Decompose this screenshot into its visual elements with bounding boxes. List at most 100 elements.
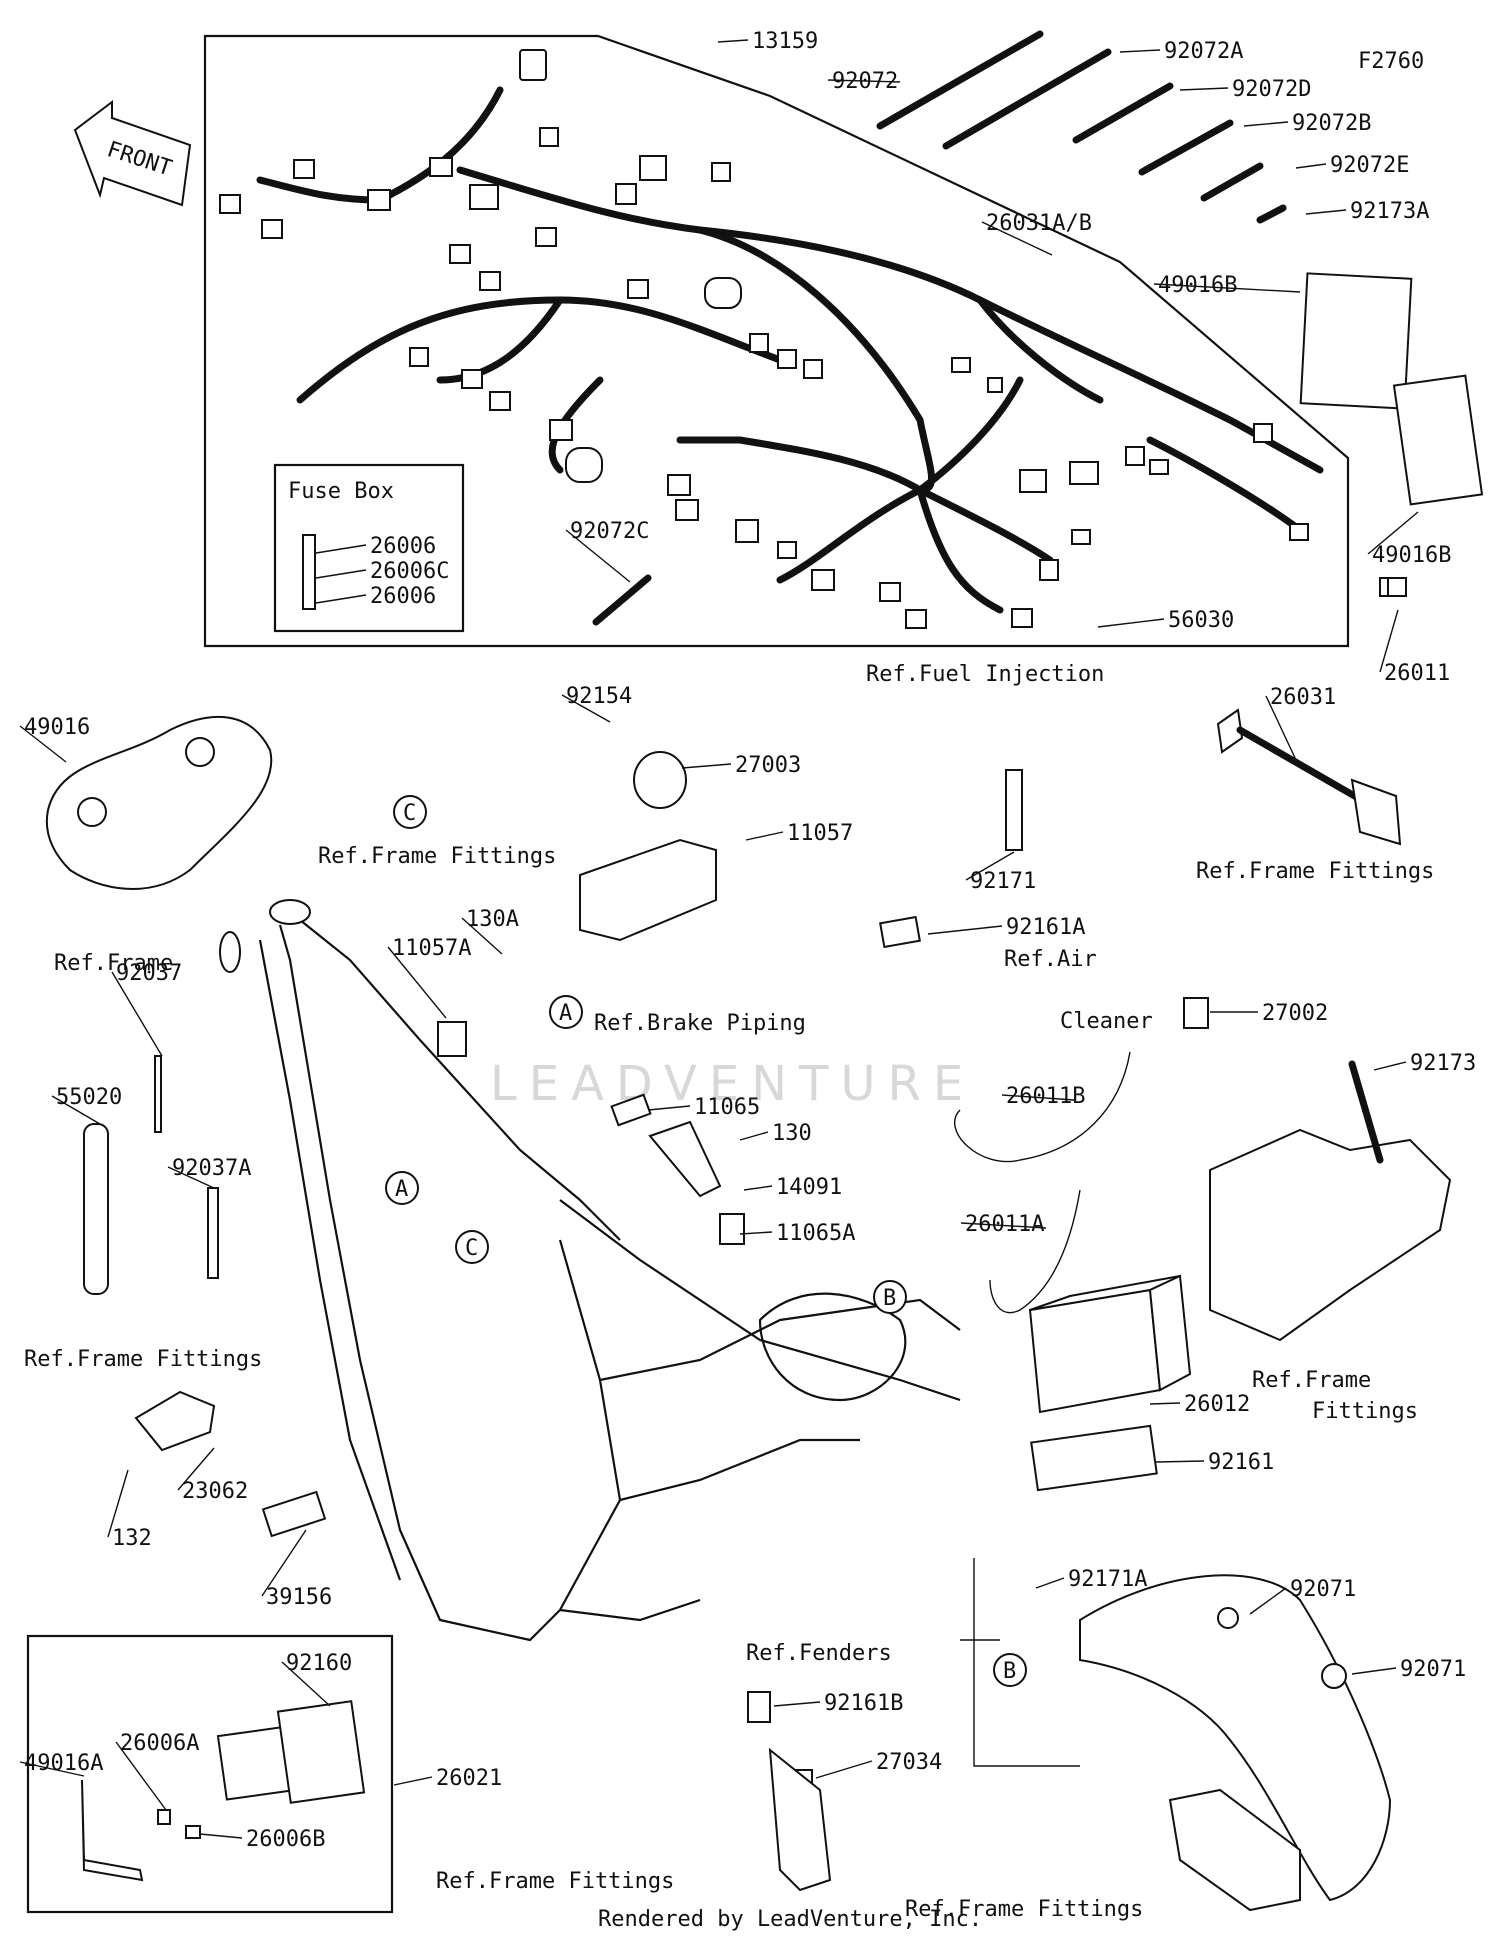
pad-49016 [45, 715, 273, 890]
part-leader-line [111, 971, 163, 1057]
reference-label: Ref.Fenders [746, 1641, 892, 1666]
mat-49016b-right [1392, 374, 1484, 506]
cable-ties [592, 30, 1287, 626]
fuse-box-inset [273, 463, 465, 633]
part-number-label: 11057A [392, 936, 471, 961]
part-leader-line [745, 831, 784, 841]
battery-case [1209, 1128, 1452, 1342]
part-leader-line [315, 544, 367, 554]
pin-92037a [207, 1187, 219, 1279]
cushion-11065a [719, 1213, 745, 1245]
part-leader-line [261, 1529, 307, 1597]
plug-26031 [1350, 778, 1402, 846]
circle-marker-letter: B [1003, 1659, 1016, 1684]
watermark: LEADVENTURE [490, 1056, 975, 1112]
circle-marker [873, 1280, 907, 1314]
part-leader-line [167, 1166, 215, 1189]
part-number-label: 92072 [832, 69, 898, 94]
part-number-label: 92072E [1330, 153, 1409, 178]
part-number-label: 92037A [172, 1156, 251, 1181]
reference-label: Ref.Brake Piping [594, 1011, 806, 1036]
part-leader-line [1097, 618, 1165, 628]
part-number-label: 27003 [735, 753, 801, 778]
reference-label: Ref.Frame Fittings [318, 844, 556, 869]
part-number-label: 132 [112, 1526, 152, 1551]
part-number-label: 26011 [1384, 661, 1450, 686]
part-number-label: 49016B [1158, 273, 1237, 298]
part-leader-line [739, 1131, 769, 1141]
part-leader-line [393, 1776, 433, 1786]
part-leader-line [981, 221, 1053, 256]
part-number-label: 26011A [965, 1212, 1044, 1237]
pad-hole [77, 797, 107, 827]
part-leader-line [1379, 609, 1399, 673]
fuse-26006a [157, 1809, 171, 1825]
part-leader-line [773, 1701, 821, 1707]
part-number-label: 130 [772, 1121, 812, 1146]
part-number-label: 92171 [970, 869, 1036, 894]
part-leader-line [1153, 283, 1301, 293]
pad-hole [185, 737, 215, 767]
part-leader-line [717, 39, 749, 43]
part-leader-line [1305, 209, 1347, 215]
part-leader-line [1119, 49, 1161, 53]
part-number-label: 26011B [1006, 1084, 1085, 1109]
part-number-label: 26006C [370, 559, 449, 584]
footer-credit: Rendered by LeadVenture, Inc. [598, 1907, 982, 1932]
cushion-11065 [610, 1093, 652, 1127]
circle-marker [549, 995, 583, 1029]
part-leader-line [1001, 1094, 1075, 1101]
part-leader-line [107, 1469, 129, 1538]
part-leader-line [177, 1447, 215, 1491]
main-harness [256, 86, 1324, 614]
part-number-label: 11065 [694, 1095, 760, 1120]
part-number-label: 26012 [1184, 1392, 1250, 1417]
part-leader-line [1373, 1061, 1407, 1071]
reference-label: Ref.Frame Fittings [1196, 859, 1434, 884]
pad-92161 [1030, 1424, 1158, 1492]
part-leader-line [19, 725, 67, 763]
part-number-label: 23062 [182, 1479, 248, 1504]
part-leader-line [1155, 1460, 1205, 1463]
reference-label: Ref.Frame [54, 951, 173, 976]
part-number-label: 26031 [1270, 685, 1336, 710]
part-leader-line [960, 1222, 1047, 1229]
circle-marker-letter: C [465, 1236, 478, 1261]
part-number-label: 92037 [116, 961, 182, 986]
part-leader-line [1243, 121, 1289, 127]
pad-92161a [879, 915, 921, 949]
part-leader-line [739, 1231, 773, 1235]
part-number-label: 92071 [1290, 1577, 1356, 1602]
part-number-label: 92161A [1006, 915, 1085, 940]
part-leader-line [387, 946, 447, 1019]
part-leader-line [815, 1760, 873, 1779]
part-leader-line [1179, 87, 1229, 91]
cable-26011a [989, 1189, 1081, 1314]
part-leader-line [681, 763, 732, 769]
part-leader-line [1249, 1587, 1287, 1615]
bracket-11057a [437, 1021, 467, 1057]
part-leader-line [1367, 511, 1419, 555]
diagram-code: F2760 [1358, 49, 1424, 74]
part-number-label: 92071 [1400, 1657, 1466, 1682]
part-number-label: 26006B [246, 1827, 325, 1852]
part-leader-line [1265, 695, 1297, 761]
part-number-label: 55020 [56, 1085, 122, 1110]
fenders-bracket [973, 1558, 1080, 1767]
fuse-stack [302, 534, 316, 610]
horn-27003 [633, 751, 687, 809]
part-number-label: 49016 [24, 715, 90, 740]
part-number-label: 26021 [436, 1766, 502, 1791]
part-leader-line [827, 79, 901, 83]
part-number-label: 92161 [1208, 1450, 1274, 1475]
circle-marker-letter: A [395, 1177, 408, 1202]
relay-27002 [1183, 997, 1209, 1029]
strap-92171 [1005, 769, 1023, 851]
reference-label: Fittings [1312, 1399, 1418, 1424]
pin-92037 [154, 1055, 162, 1133]
plate-92160 [276, 1700, 366, 1804]
reference-label: Ref.Air [1004, 947, 1097, 972]
part-leader-line [115, 1741, 167, 1811]
